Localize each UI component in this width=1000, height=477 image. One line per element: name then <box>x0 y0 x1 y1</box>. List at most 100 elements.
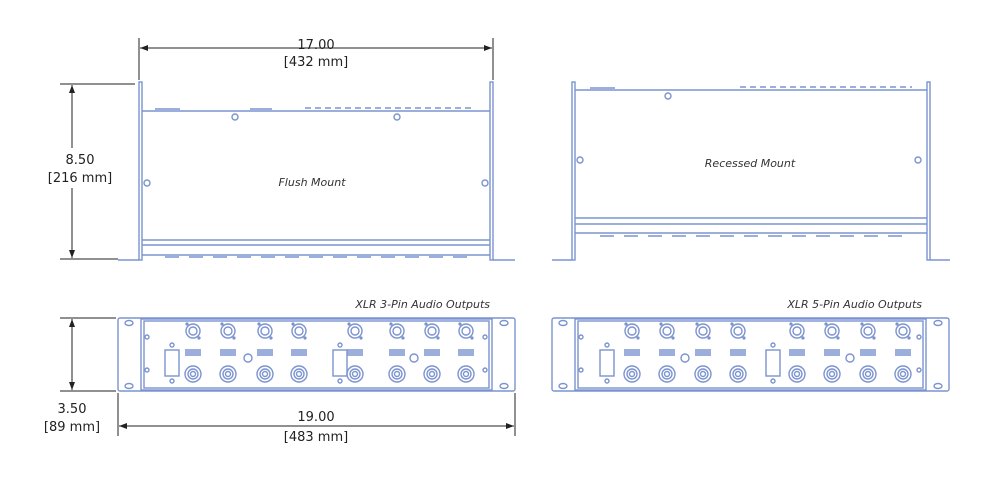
powercon-center <box>224 370 232 378</box>
xlr-latch <box>291 322 295 326</box>
xlr-connector <box>257 323 273 339</box>
powercon-connector <box>658 365 676 383</box>
height-dimension: 3.50 [89 mm] <box>44 317 116 435</box>
terminal-block <box>730 349 746 356</box>
height-mm: [89 mm] <box>44 420 100 435</box>
powercon-ring <box>259 368 271 380</box>
powercon-center <box>864 370 872 378</box>
panel-screw <box>916 334 922 340</box>
depth-inches: 8.50 <box>66 153 95 168</box>
terminal-block <box>291 349 307 356</box>
xlr-pins <box>392 326 402 336</box>
front-panel-xlr5 <box>551 317 950 392</box>
xlr-pins <box>898 326 908 336</box>
xlr-pins <box>350 326 360 336</box>
xlr-pins <box>427 326 437 336</box>
terminal-block <box>659 349 675 356</box>
xlr-latch <box>269 336 273 340</box>
xlr-latch <box>389 322 393 326</box>
powercon-center <box>699 370 707 378</box>
powercon-center <box>462 370 470 378</box>
xlr3-label: XLR 3-Pin Audio Outputs <box>354 298 490 311</box>
terminal-block <box>257 349 273 356</box>
xlr-pins <box>260 326 270 336</box>
indicator-hole <box>409 353 419 363</box>
cutout-screw <box>337 342 343 348</box>
xlr-latch <box>707 336 711 340</box>
powercon-ring <box>697 368 709 380</box>
recessed-mount-label: Recessed Mount <box>705 157 796 170</box>
xlr-connector <box>220 323 236 339</box>
powercon-connector <box>290 365 308 383</box>
height-inches: 3.50 <box>58 402 87 417</box>
xlr-latch <box>401 336 405 340</box>
rack-width-dimension: 19.00 [483 mm] <box>117 393 516 445</box>
powercon-center <box>663 370 671 378</box>
xlr-connector <box>860 323 876 339</box>
cutout-screw <box>770 378 776 384</box>
xlr-pins <box>827 326 837 336</box>
cutout-screw <box>604 378 610 384</box>
width-mm: [432 mm] <box>284 55 348 70</box>
powercon-ring <box>460 368 472 380</box>
panel-screw <box>482 334 488 340</box>
flush-mount-view: Flush Mount <box>118 81 515 261</box>
powercon-center <box>428 370 436 378</box>
xlr-pins <box>792 326 802 336</box>
panel-face <box>140 318 493 391</box>
panel-screw <box>144 334 150 340</box>
panel-inner <box>143 320 490 389</box>
panel-screw <box>578 367 584 373</box>
xlr-latch <box>232 336 236 340</box>
xlr-latch <box>458 322 462 326</box>
powercon-ring <box>791 368 803 380</box>
xlr-latch <box>695 322 699 326</box>
powercon-center <box>295 370 303 378</box>
xlr-pins <box>662 326 672 336</box>
xlr-connector <box>389 323 405 339</box>
xlr-pins <box>863 326 873 336</box>
d-cutout <box>599 349 615 377</box>
powercon-ring <box>222 368 234 380</box>
terminal-block <box>860 349 876 356</box>
panel-face <box>574 318 927 391</box>
xlr-latch <box>789 322 793 326</box>
xlr-latch <box>659 322 663 326</box>
panel-screw <box>578 334 584 340</box>
rack-slot <box>933 382 943 390</box>
terminal-block <box>458 349 474 356</box>
terminal-block <box>624 349 640 356</box>
powercon-connector <box>184 365 202 383</box>
powercon-center <box>261 370 269 378</box>
indicator-hole <box>680 353 690 363</box>
rack-width-inches: 19.00 <box>297 410 334 425</box>
powercon-center <box>189 370 197 378</box>
rack-ears <box>117 317 516 392</box>
powercon-connector <box>457 365 475 383</box>
recessed-mount-view: Recessed Mount <box>552 81 950 261</box>
terminal-block <box>220 349 236 356</box>
terminal-block <box>824 349 840 356</box>
xlr-connector <box>895 323 911 339</box>
panel-screw <box>482 367 488 373</box>
xlr-pins <box>698 326 708 336</box>
terminal-block <box>185 349 201 356</box>
xlr-latch <box>907 336 911 340</box>
xlr-latch <box>636 336 640 340</box>
powercon-ring <box>862 368 874 380</box>
terminal-block <box>895 349 911 356</box>
panel-inner <box>577 320 924 389</box>
depth-dimension: 8.50 [216 mm] <box>48 83 135 260</box>
powercon-connector <box>729 365 747 383</box>
powercon-center <box>734 370 742 378</box>
d-cutout <box>765 349 781 377</box>
xlr-pins <box>627 326 637 336</box>
xlr-latch <box>742 336 746 340</box>
xlr-latch <box>801 336 805 340</box>
xlr-latch <box>730 322 734 326</box>
xlr-latch <box>257 322 261 326</box>
rack-slot <box>558 382 568 390</box>
powercon-connector <box>388 365 406 383</box>
xlr-latch <box>470 336 474 340</box>
